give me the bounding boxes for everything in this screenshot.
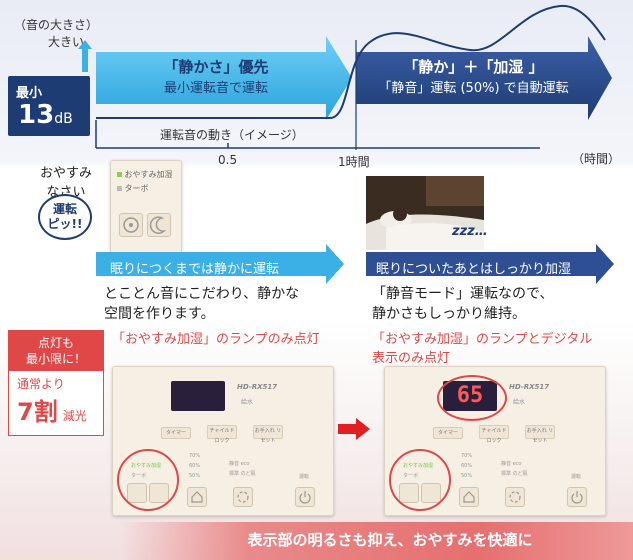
device-panel-on: 65 HD-RX517 給水 タイマー チャイルド ロック お手入れ リセット … [384,366,606,516]
water-label: 給水 [241,399,254,406]
phase2-arrow [356,36,612,120]
disc-icon [123,217,139,233]
home-icon [463,491,475,503]
highlight-circle-right-display [437,375,507,421]
minimum-value: 13dB [18,100,73,130]
phase2-banner: 「静か」＋「加湿 」 「静音」運転 (50%) で自動運転 [356,56,591,96]
tick-half: 0.5 [218,153,238,167]
filter-reset-button[interactable]: お手入れ リセット [253,425,283,444]
phase2-title: 「静か」＋「加湿 」 [403,58,544,76]
highlight-circle-left [117,449,179,511]
light-line2: 最小限に！ [25,352,86,366]
power-button[interactable] [295,487,315,507]
home-button[interactable] [459,487,479,507]
moon-icon [149,216,167,234]
power-icon [571,491,583,504]
tick-one-hour: 1時間 [338,155,370,169]
mini-control-panel: おやすみ加湿 ターボ [110,160,182,254]
model-label: HD-RX517 [237,383,278,391]
note-right: 「おやすみ加湿」のランプとデジタル 表示のみ点灯 [372,332,593,366]
home-button[interactable] [187,487,207,507]
mode-leds: 静音 eco 標準 のど肌 [501,461,528,477]
child-lock-button[interactable]: チャイルド ロック [479,425,509,444]
minimum-volume-box: 最小 13dB [8,76,90,136]
sleep-photo [366,176,484,250]
humidity-leds: 70%60%50% [189,453,201,479]
phase1-title: 「静かさ」優先 [163,58,269,76]
highlight-circle-right-leds [389,449,451,511]
power-label: 運転 [571,474,582,480]
light-suffix: 減光 [62,409,87,423]
light-reduction-box: 点灯も 最小限に！ 通常より 7割 減光 [8,330,104,436]
phase-arrows [95,4,612,150]
home-icon [191,491,203,503]
light-line1: 点灯も [37,336,74,350]
desc-right: 「静音モード」運転なので、 静かさもしっかり維持。 [372,286,554,322]
model-label: HD-RX517 [509,383,550,391]
power-button[interactable] [567,487,587,507]
phase2-subtitle: 「静音」運転 (50%) で自動運転 [378,81,569,96]
bottom-slogan: 表示部の明るさも抑え、おやすみを快適に [247,531,533,549]
light-big: 7割 [17,398,58,426]
arrow-left-label: 眠りにつくまでは静かに運転 [110,262,280,277]
timer-button[interactable]: タイマー [161,427,191,439]
mini-turbo-label: ターボ [124,184,149,193]
note-left: 「おやすみ加湿」のランプのみ点灯 [112,332,320,347]
phase1-arrow [96,36,352,120]
minimum-label: 最小 [16,86,43,101]
bottom-slogan-bar [120,522,633,560]
display-screen-off [171,381,225,411]
light-line3: 通常より [17,377,65,391]
humidity-leds: 70%60%50% [461,453,473,479]
motion-label: 運転音の動き（イメージ） [160,128,304,142]
swing-button[interactable] [233,487,253,507]
water-label: 給水 [513,399,526,406]
time-axis-label: （時間） [572,152,621,166]
swing-button[interactable] [505,487,525,507]
phase1-subtitle: 最小運転音で運転 [163,81,268,96]
mode-leds: 静音 eco 標準 のど肌 [229,461,256,477]
mid-arrows [96,244,614,284]
rotate-icon [509,491,521,503]
arrow-right-label: 眠りについたあとはしっかり加湿 [376,262,572,277]
rotate-icon [237,491,249,503]
mini-sleep-button[interactable] [147,213,171,237]
power-label: 運転 [299,474,310,480]
run-badge: 運転 ピッ!! [38,194,92,240]
volume-axis-label: （音の大きさ） 大きい [14,18,99,49]
zzz-text: zzz… [452,224,488,239]
mini-oyasumi-label: おやすみ加湿 [124,170,173,179]
device-panel-off: HD-RX517 給水 タイマー チャイルド ロック お手入れ リセット 70%… [112,366,334,516]
filter-reset-button[interactable]: お手入れ リセット [525,425,555,444]
phase1-banner: 「静かさ」優先 最小運転音で運転 [96,56,336,96]
desc-left: とことん音にこだわり、静かな 空間を作ります。 [104,286,300,322]
right-arrow-icon [338,418,370,440]
up-arrow-icon [78,40,92,72]
power-icon [299,491,311,504]
sound-curve [96,4,606,119]
mini-humidify-button[interactable] [119,213,143,237]
child-lock-button[interactable]: チャイルド ロック [207,425,237,444]
timer-button[interactable]: タイマー [433,427,463,439]
